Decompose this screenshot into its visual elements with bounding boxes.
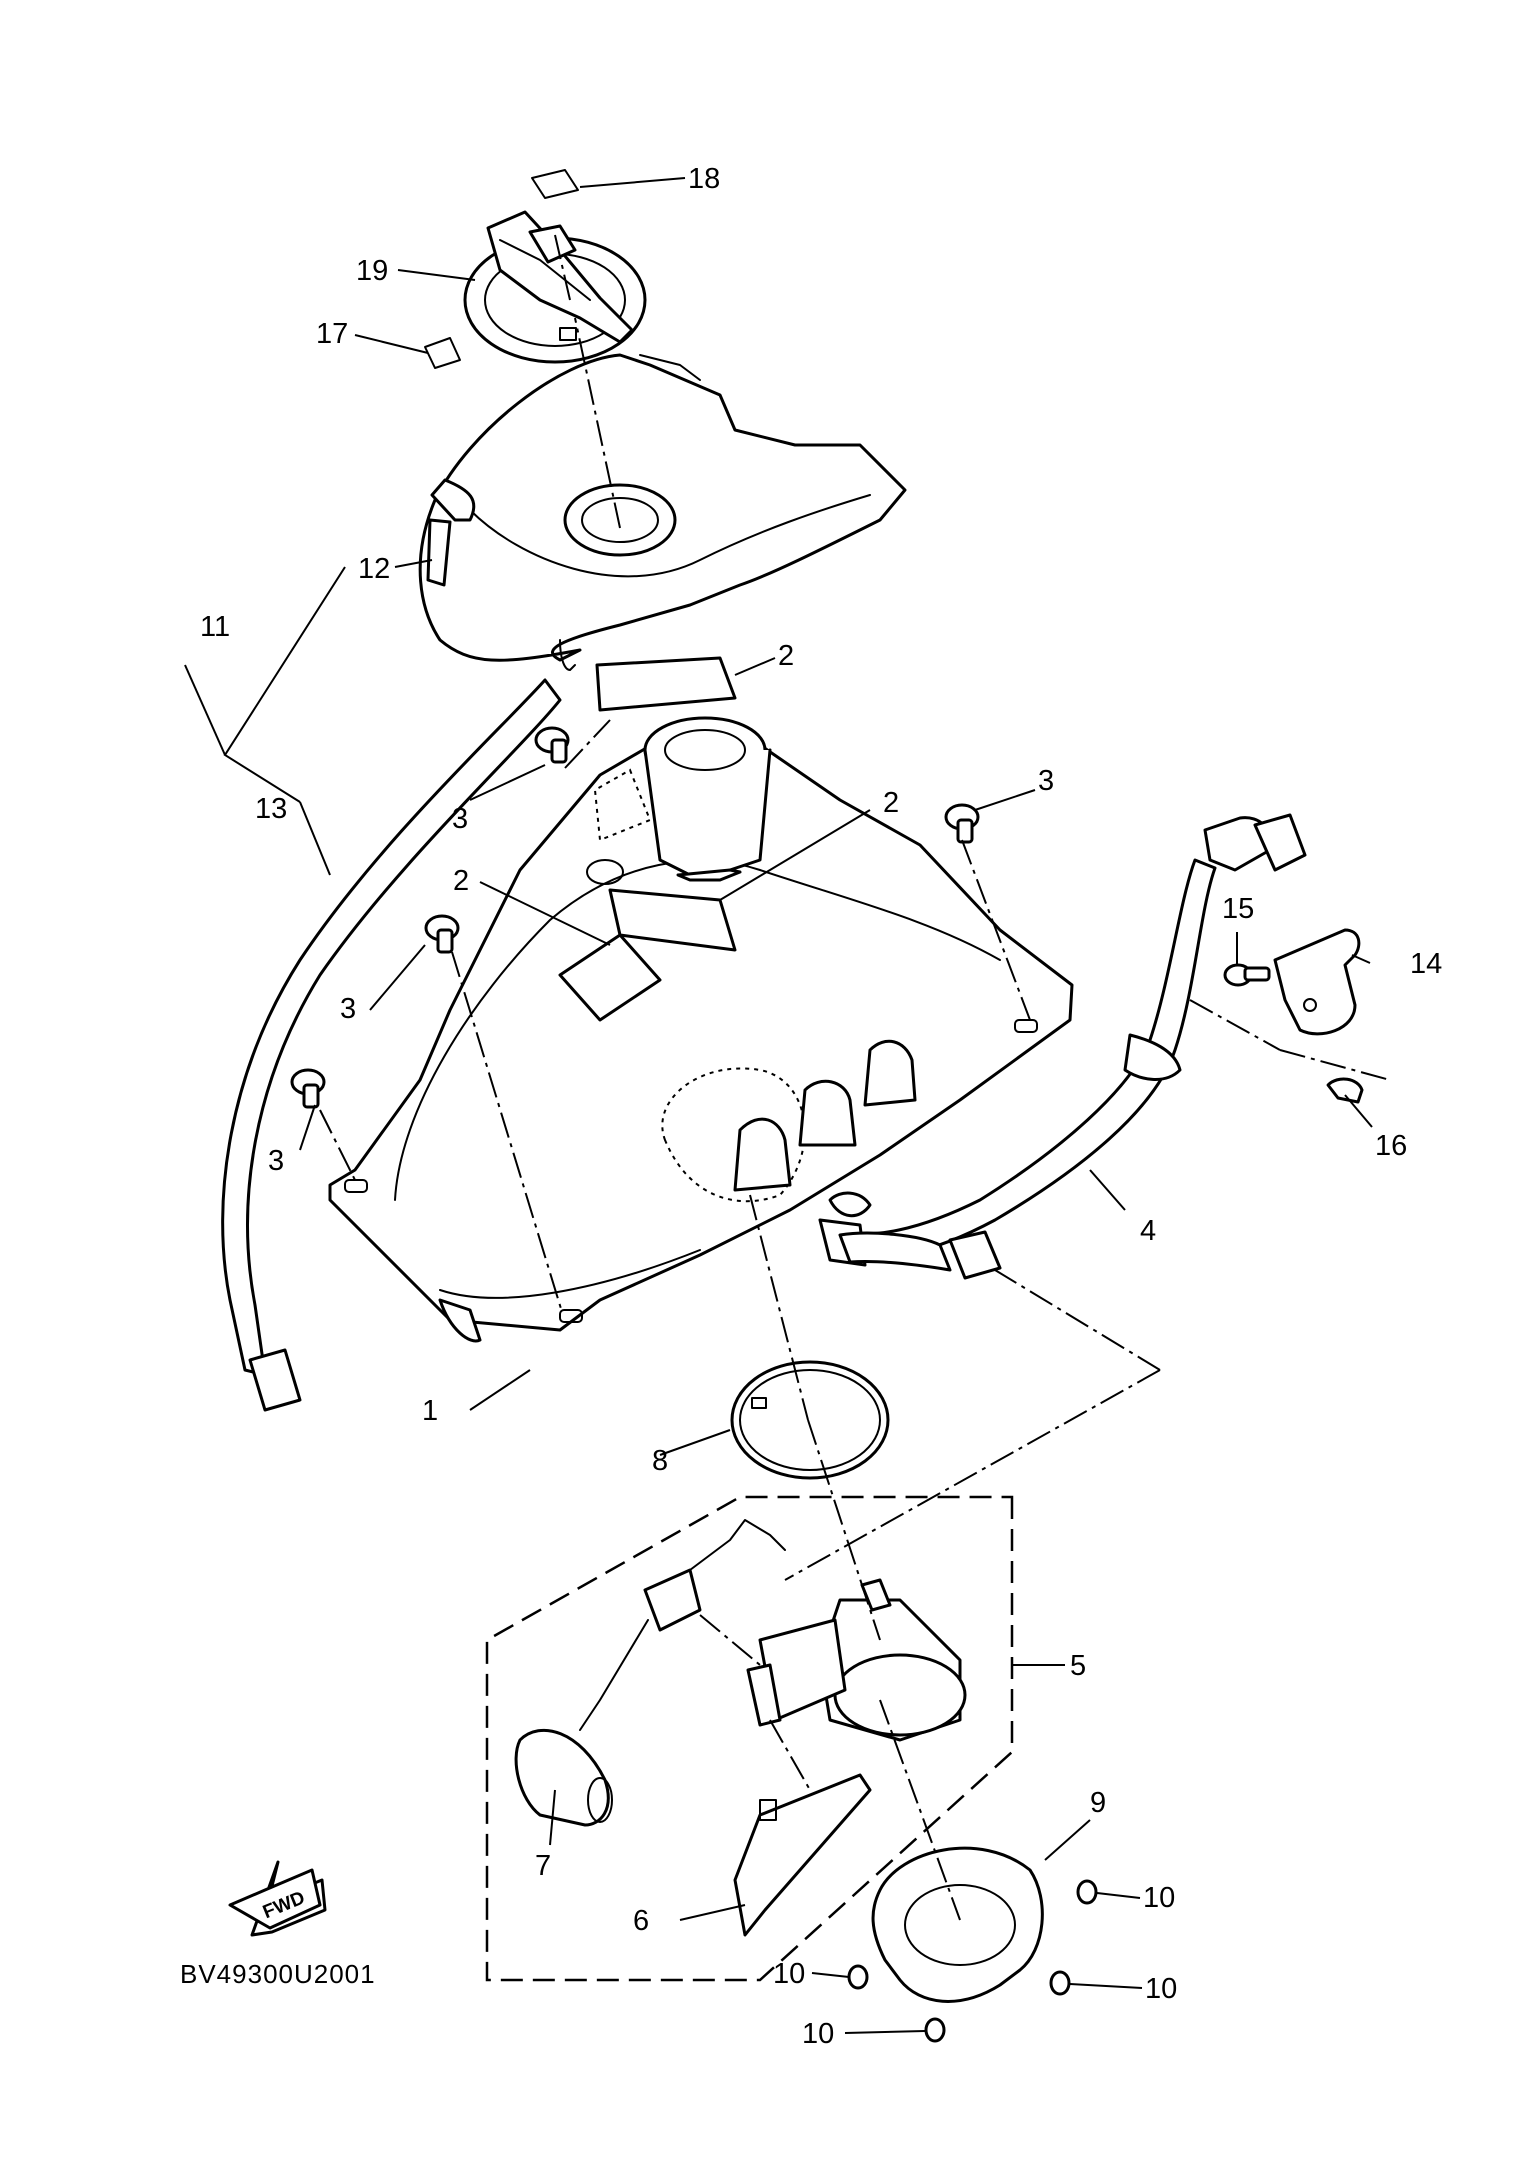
- callout-2c: 2: [453, 865, 469, 897]
- callout-12: 12: [358, 553, 390, 585]
- filter-6: [733, 1773, 872, 1937]
- callout-13: 13: [255, 793, 287, 825]
- bracket-14: [1273, 928, 1361, 1036]
- bolt-3d: [290, 1068, 326, 1109]
- callout-15: 15: [1222, 893, 1254, 925]
- leader-lines: [184, 177, 1373, 2034]
- callout-19: 19: [356, 255, 388, 287]
- callout-14: 14: [1410, 948, 1442, 980]
- callout-10a: 10: [1143, 1882, 1175, 1914]
- callout-16: 16: [1375, 1130, 1407, 1162]
- callout-3a: 3: [452, 803, 468, 835]
- bolt-15: [1223, 963, 1271, 987]
- bolt-3c: [424, 914, 460, 954]
- retainer-plate-9: [871, 1846, 1044, 2003]
- callout-5: 5: [1070, 1650, 1086, 1682]
- callout-3b: 3: [1038, 765, 1054, 797]
- callout-17: 17: [316, 318, 348, 350]
- screw-10c: [1049, 1970, 1071, 1996]
- fuel-cap: [463, 210, 647, 364]
- damper-tape-2a: [595, 656, 737, 712]
- callout-2b: 2: [883, 787, 899, 819]
- callout-18: 18: [688, 163, 720, 195]
- callout-3c: 3: [340, 993, 356, 1025]
- cap-sticker-18: [531, 169, 579, 199]
- screw-10d: [924, 2017, 946, 2043]
- float-7: [514, 1728, 613, 1827]
- callout-labels: 18 19 17 12 11 2 13 3 3 2 2 3 3 15 14 16…: [200, 163, 1442, 2050]
- assembly-lines: [319, 234, 1391, 1921]
- fuel-hose: [818, 813, 1307, 1280]
- clamp-16: [1326, 1077, 1364, 1104]
- breather-hose: [221, 678, 562, 1412]
- callout-2a: 2: [778, 640, 794, 672]
- callout-7: 7: [535, 1850, 551, 1882]
- callout-10d: 10: [802, 2018, 834, 2050]
- callout-10c: 10: [1145, 1973, 1177, 2005]
- fuel-pump-assembly: [485, 1495, 1014, 1982]
- diagram-code: BV49300U2001: [180, 1959, 376, 1989]
- callout-1: 1: [422, 1395, 438, 1427]
- screw-10b: [847, 1964, 869, 1990]
- gasket-8: [730, 1360, 890, 1480]
- tank-top-cover: [418, 353, 907, 671]
- cap-sticker-17: [424, 337, 461, 369]
- bolt-3a: [534, 726, 570, 764]
- callout-9: 9: [1090, 1787, 1106, 1819]
- callout-10b: 10: [773, 1958, 805, 1990]
- callout-3d: 3: [268, 1145, 284, 1177]
- bolt-3b: [944, 803, 980, 844]
- callout-11: 11: [200, 611, 230, 643]
- screw-10a: [1076, 1879, 1098, 1905]
- callout-8: 8: [652, 1445, 668, 1477]
- damper-tape-2b: [558, 888, 737, 1022]
- callout-4: 4: [1140, 1215, 1156, 1247]
- fwd-arrow-icon: FWD: [228, 1860, 327, 1937]
- callout-6: 6: [633, 1905, 649, 1937]
- fuel-tank: [328, 716, 1074, 1343]
